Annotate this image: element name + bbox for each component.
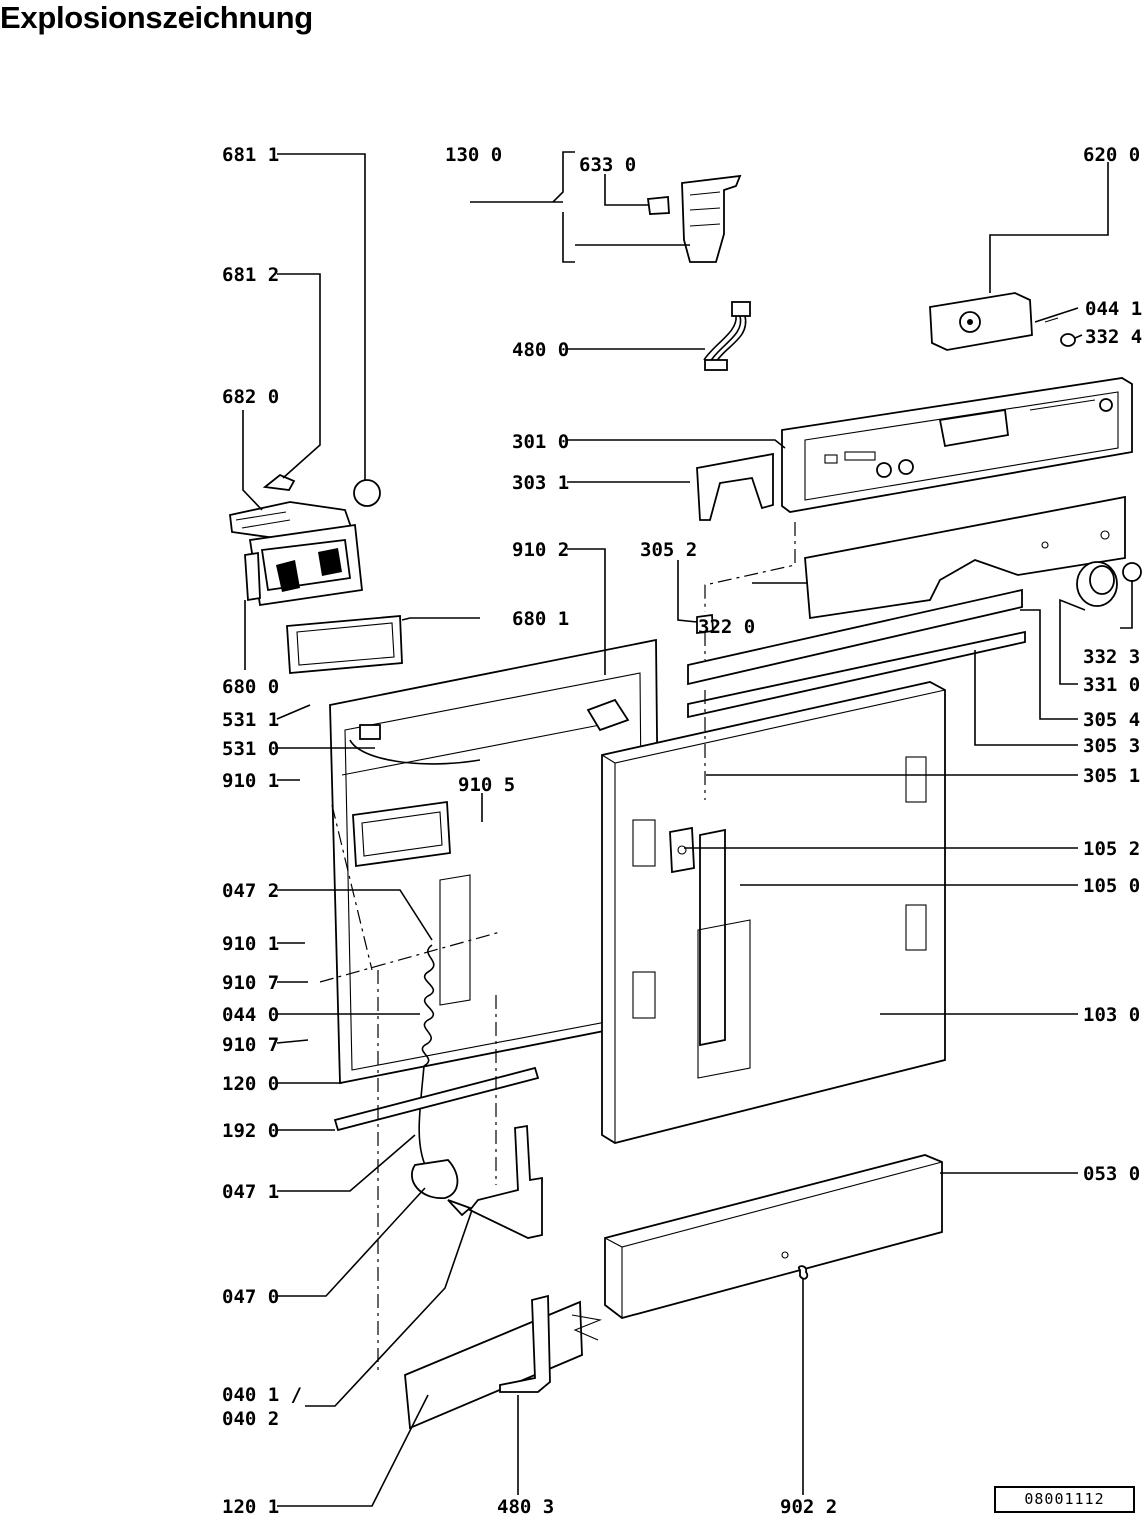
part-door-lock (646, 174, 742, 263)
part-number-labels: 681 1 130 0 633 0 620 0 681 2 480 0 044 … (222, 144, 1142, 1516)
label-103-0: 103 0 (1083, 1004, 1140, 1026)
part-small-clip (262, 473, 296, 491)
label-047-1: 047 1 (222, 1181, 279, 1203)
label-120-0: 120 0 (222, 1073, 279, 1095)
part-fascia-panel (804, 495, 1126, 620)
label-192-0: 192 0 (222, 1120, 279, 1142)
label-910-1-b: 910 1 (222, 933, 279, 955)
part-timer-module (929, 292, 1076, 351)
label-331-0: 331 0 (1083, 674, 1140, 696)
label-682-0: 682 0 (222, 386, 279, 408)
label-531-0: 531 0 (222, 738, 279, 760)
label-910-1-a: 910 1 (222, 770, 279, 792)
part-lower-bracket (404, 1294, 602, 1430)
part-cable-harness (703, 301, 751, 371)
label-305-4: 305 4 (1083, 709, 1140, 731)
label-105-2: 105 2 (1083, 838, 1140, 860)
part-hinge-bracket (468, 1124, 543, 1239)
part-panel-bracket (696, 452, 774, 521)
label-044-1: 044 1 (1085, 298, 1142, 320)
part-bottom-strip (333, 1066, 540, 1132)
label-620-0: 620 0 (1083, 144, 1140, 166)
label-305-1: 305 1 (1083, 765, 1140, 787)
label-633-0: 633 0 (579, 154, 636, 176)
label-044-0: 044 0 (222, 1004, 279, 1026)
label-910-2: 910 2 (512, 539, 569, 561)
part-door-spring (418, 944, 435, 1166)
page-title: Explosionszeichnung (0, 0, 313, 35)
label-910-7-a: 910 7 (222, 972, 279, 994)
label-303-1: 303 1 (512, 472, 569, 494)
label-480-3: 480 3 (497, 1496, 554, 1516)
label-480-0: 480 0 (512, 339, 569, 361)
label-305-2: 305 2 (640, 539, 697, 561)
part-control-panel (781, 377, 1133, 513)
label-047-0: 047 0 (222, 1286, 279, 1308)
label-681-2: 681 2 (222, 264, 279, 286)
part-inner-door (329, 638, 661, 1085)
label-305-3: 305 3 (1083, 735, 1140, 757)
label-040-1: 040 1 / (222, 1384, 302, 1406)
label-053-0: 053 0 (1083, 1163, 1140, 1185)
part-round-cap (353, 479, 381, 507)
part-top-rails (687, 588, 1026, 719)
part-gasket (286, 615, 403, 674)
part-outer-door (601, 681, 946, 1144)
label-681-1: 681 1 (222, 144, 279, 166)
label-910-5: 910 5 (458, 774, 515, 796)
label-040-2: 040 2 (222, 1408, 279, 1430)
part-kick-plate (604, 1154, 943, 1319)
part-control-knob (1076, 561, 1142, 607)
label-680-1: 680 1 (512, 608, 569, 630)
part-dispenser (229, 501, 363, 607)
label-047-2: 047 2 (222, 880, 279, 902)
label-301-0: 301 0 (512, 431, 569, 453)
assembly-guide-lines (319, 522, 796, 1375)
leader-lines (242, 151, 1133, 1507)
label-680-0: 680 0 (222, 676, 279, 698)
part-cable-guide (410, 1159, 472, 1217)
label-322-0: 322 0 (698, 616, 755, 638)
label-332-3: 332 3 (1083, 646, 1140, 668)
label-120-1: 120 1 (222, 1496, 279, 1516)
label-902-2: 902 2 (780, 1496, 837, 1516)
label-531-1: 531 1 (222, 709, 279, 731)
label-332-4: 332 4 (1085, 326, 1142, 348)
label-130-0: 130 0 (445, 144, 502, 166)
document-number-box: 08001112 (994, 1486, 1135, 1513)
part-clip-305 (696, 613, 714, 635)
label-105-0: 105 0 (1083, 875, 1140, 897)
label-910-7-b: 910 7 (222, 1034, 279, 1056)
